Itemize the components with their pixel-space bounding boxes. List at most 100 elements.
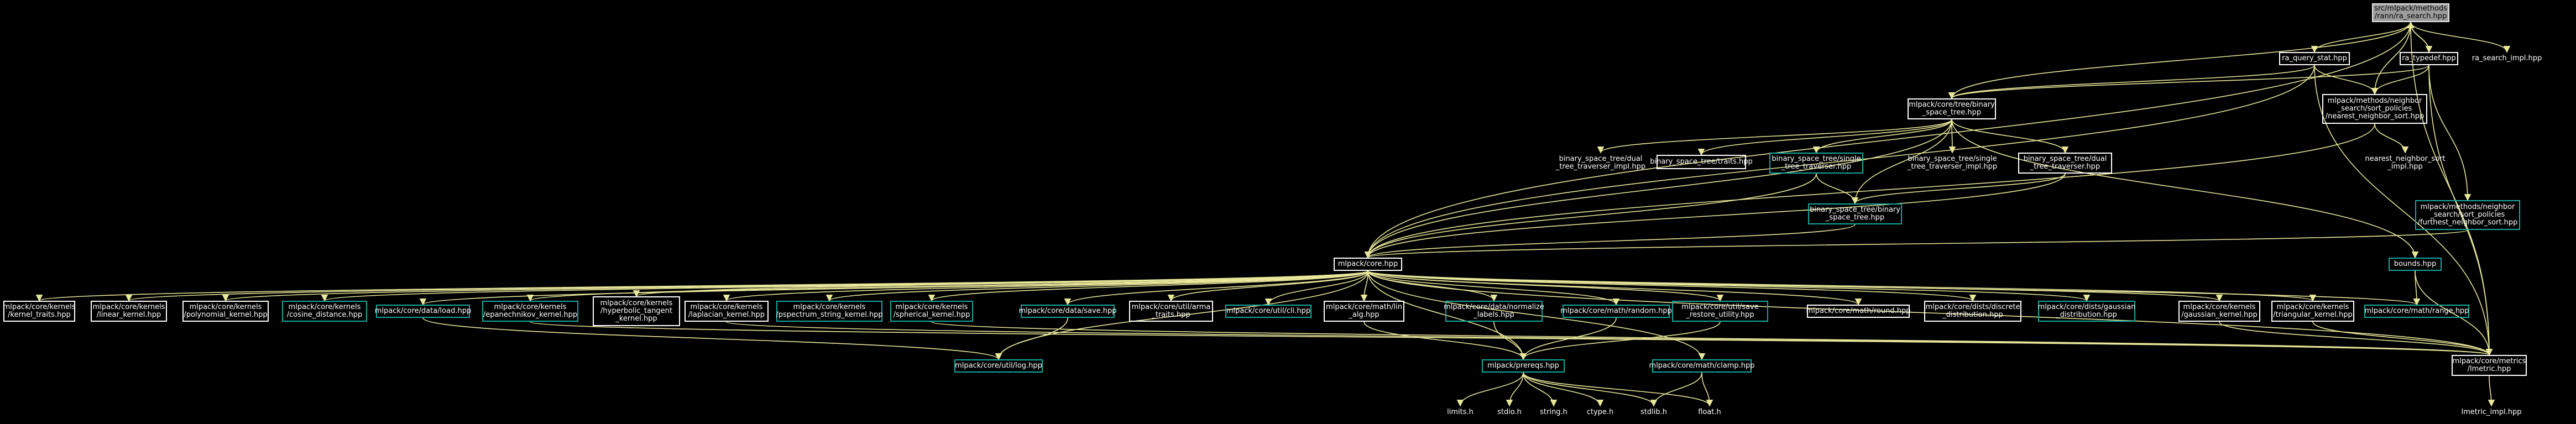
edge-spherical-to-lmetric [931, 321, 2493, 356]
edge-root-to-nearest_neighbor_sort [2371, 22, 2411, 95]
edge-core-to-cli [1265, 270, 1368, 306]
edge-binary_space_tree-to-bst_single [1812, 119, 1952, 154]
node-hyperbolic[interactable]: mlpack/core/kernels /hyperbolic_tangent … [593, 296, 680, 326]
node-log[interactable]: mlpack/core/util/log.hpp [954, 359, 1043, 373]
node-bst-traits[interactable]: binary_space_tree/traits.hpp [1650, 155, 1753, 169]
node-range[interactable]: mlpack/core/math/range.hpp [2364, 305, 2469, 318]
node-arma-traits[interactable]: mlpack/core/util/arma _traits.hpp [1129, 301, 1213, 322]
edge-save_restore-to-prereqs [1519, 321, 1721, 360]
node-epanechnikov[interactable]: mlpack/core/kernels /epanechnikov_kernel… [482, 301, 578, 322]
node-stdlib[interactable]: stdlib.h [1640, 408, 1667, 416]
edge-core-to-range [1367, 270, 2420, 306]
node-cli[interactable]: mlpack/core/util/cli.hpp [1225, 305, 1311, 318]
node-nns-impl[interactable]: nearest_neighbor_sort _impl.hpp [2365, 155, 2446, 171]
edge-binary_space_tree-to-bst_traits [1697, 119, 1952, 156]
edge-core-to-data_save [1064, 270, 1368, 306]
edge-binary_space_tree-to-core [1364, 119, 1952, 259]
edge-core-to-gaussian_dist [1367, 270, 2090, 302]
node-spherical[interactable]: mlpack/core/kernels /spherical_kernel.hp… [890, 301, 973, 322]
edge-ra_typedef-to-lmetric [2428, 65, 2493, 356]
node-gaussian-kernel[interactable]: mlpack/core/kernels /gaussian_kernel.hpp [2178, 301, 2260, 322]
edge-prereqs-to-ctype [1523, 372, 1604, 407]
node-kernel-traits[interactable]: mlpack/core/kernels /kernel_traits.hpp [3, 301, 75, 322]
edge-core-to-lmetric [1367, 270, 2493, 356]
edge-prereqs-to-float [1523, 372, 1713, 407]
edge-prereqs-to-limits [1456, 372, 1524, 407]
node-bst-dual[interactable]: binary_space_tree/dual _tree_traverser.h… [2018, 153, 2112, 174]
node-lmetric-impl[interactable]: lmetric_impl.hpp [2461, 408, 2522, 416]
node-string[interactable]: string.h [1540, 408, 1567, 416]
node-furthest[interactable]: mlpack/methods/neighbor _search/sort_pol… [2415, 200, 2520, 230]
edge-nearest_neighbor_sort-to-core [1364, 123, 2375, 259]
node-cosine-distance[interactable]: mlpack/core/kernels /cosine_distance.hpp [282, 301, 367, 322]
node-linear-kernel[interactable]: mlpack/core/kernels /linear_kernel.hpp [91, 301, 167, 322]
edge-ra_typedef-to-binary_space_tree [1948, 65, 2429, 100]
edge-bst_binary-to-core [1364, 224, 1856, 259]
node-ra-typedef[interactable]: ra_typedef.hpp [2400, 52, 2458, 65]
edge-furthest-to-core [1365, 229, 2468, 259]
node-limits[interactable]: limits.h [1447, 408, 1474, 416]
node-discrete-dist[interactable]: mlpack/core/dists/discrete _distribution… [1924, 301, 2021, 322]
edge-core-to-pspectrum [826, 270, 1368, 302]
edge-prereqs-to-stdio [1506, 372, 1524, 407]
node-stdio[interactable]: stdio.h [1497, 408, 1522, 416]
edge-binary_space_tree-to-bst_binary [1851, 119, 1952, 205]
node-gaussian-dist[interactable]: mlpack/core/dists/gaussian _distribution… [2038, 301, 2135, 322]
node-lmetric[interactable]: mlpack/core/metrics /lmetric.hpp [2452, 355, 2527, 376]
edge-gaussian_kernel-to-lmetric [2219, 321, 2493, 356]
edge-prereqs-to-string [1523, 372, 1558, 407]
node-data-load[interactable]: mlpack/core/data/load.hpp [375, 305, 471, 318]
edge-root-to-ra_search_impl [2410, 22, 2511, 53]
node-pspectrum[interactable]: mlpack/core/kernels /pspectrum_string_ke… [776, 301, 883, 322]
edge-core-to-hyperbolic [633, 270, 1368, 297]
node-laplacian[interactable]: mlpack/core/kernels /laplacian_kernel.hp… [685, 301, 769, 322]
edge-binary_space_tree-to-bst_dual_impl [1597, 119, 1952, 154]
edge-ra_query_stat-to-lmetric [2314, 65, 2493, 356]
node-prereqs[interactable]: mlpack/prereqs.hpp [1482, 359, 1565, 373]
edge-ra_query_stat-to-core [1364, 65, 2315, 259]
edge-core-to-clamp [1367, 270, 1706, 360]
node-bst-dual-impl[interactable]: binary_space_tree/dual _tree_traverser_i… [1555, 155, 1646, 171]
edge-root-to-core [1364, 22, 2411, 259]
node-float[interactable]: float.h [1698, 408, 1721, 416]
node-save-restore[interactable]: mlpack/core/util/save _restore_utility.h… [1672, 301, 1768, 322]
edge-bst_single-to-core [1364, 173, 1817, 259]
edge-ra_typedef-to-furthest [2428, 65, 2472, 201]
edge-lin_alg-to-prereqs [1363, 321, 1527, 360]
node-bst-binary[interactable]: binary_space_tree/binary _space_tree.hpp [1808, 203, 1902, 224]
node-clamp[interactable]: mlpack/core/math/clamp.hpp [1649, 359, 1754, 373]
node-lin-alg[interactable]: mlpack/core/math/lin _alg.hpp [1324, 301, 1404, 322]
node-ra-search-impl[interactable]: ra_search_impl.hpp [2472, 54, 2542, 62]
edge-ra_typedef-to-nearest_neighbor_sort [2371, 65, 2429, 95]
node-binary-space-tree[interactable]: mlpack/core/tree/binary _space_tree.hpp [1908, 98, 1996, 119]
edge-data_load-to-log [422, 317, 1002, 360]
edge-core-to-spherical [928, 270, 1368, 302]
edge-core-to-random [1367, 270, 1620, 306]
node-bounds[interactable]: bounds.hpp [2389, 258, 2442, 271]
edge-root-to-binary_space_tree [1948, 22, 2411, 100]
node-core[interactable]: mlpack/core.hpp [1334, 258, 1402, 271]
edge-ra_query_stat-to-binary_space_tree [1948, 65, 2315, 100]
node-normalize-labels[interactable]: mlpack/core/data/normalize _labels.hpp [1444, 301, 1544, 322]
edge-normalize_labels-to-prereqs [1493, 321, 1527, 360]
edge-core-to-round [1367, 270, 1862, 306]
node-triangular-kernel[interactable]: mlpack/core/kernels /triangular_kernel.h… [2271, 301, 2354, 322]
node-data-save[interactable]: mlpack/core/data/save.hpp [1018, 305, 1117, 318]
node-bst-single-impl[interactable]: binary_space_tree/single _tree_traverser… [1907, 155, 1998, 171]
edge-core-to-polynomial_kernel [222, 270, 1368, 302]
edge-data_save-to-log [995, 317, 1068, 360]
edge-binary_space_tree-to-bst_dual [1951, 119, 2069, 154]
node-ctype[interactable]: ctype.h [1586, 408, 1614, 416]
node-ra-query-stat[interactable]: ra_query_stat.hpp [2279, 52, 2350, 65]
edge-root-to-ra_query_stat [2311, 22, 2411, 53]
node-root[interactable]: src/mlpack/methods /rann/ra_search.hpp [2372, 3, 2449, 22]
node-nearest-neighbor-sort[interactable]: mlpack/methods/neighbor _search/sort_pol… [2322, 94, 2427, 124]
edge-core-to-laplacian [723, 270, 1368, 302]
node-polynomial-kernel[interactable]: mlpack/core/kernels /polynomial_kernel.h… [182, 301, 269, 322]
edge-ra_typedef-to-root [2407, 21, 2429, 53]
node-random[interactable]: mlpack/core/math/random.hpp [1560, 305, 1672, 318]
node-round[interactable]: mlpack/core/math/round.hpp [1806, 305, 1911, 318]
node-bst-single[interactable]: binary_space_tree/single _tree_traverser… [1769, 153, 1863, 174]
